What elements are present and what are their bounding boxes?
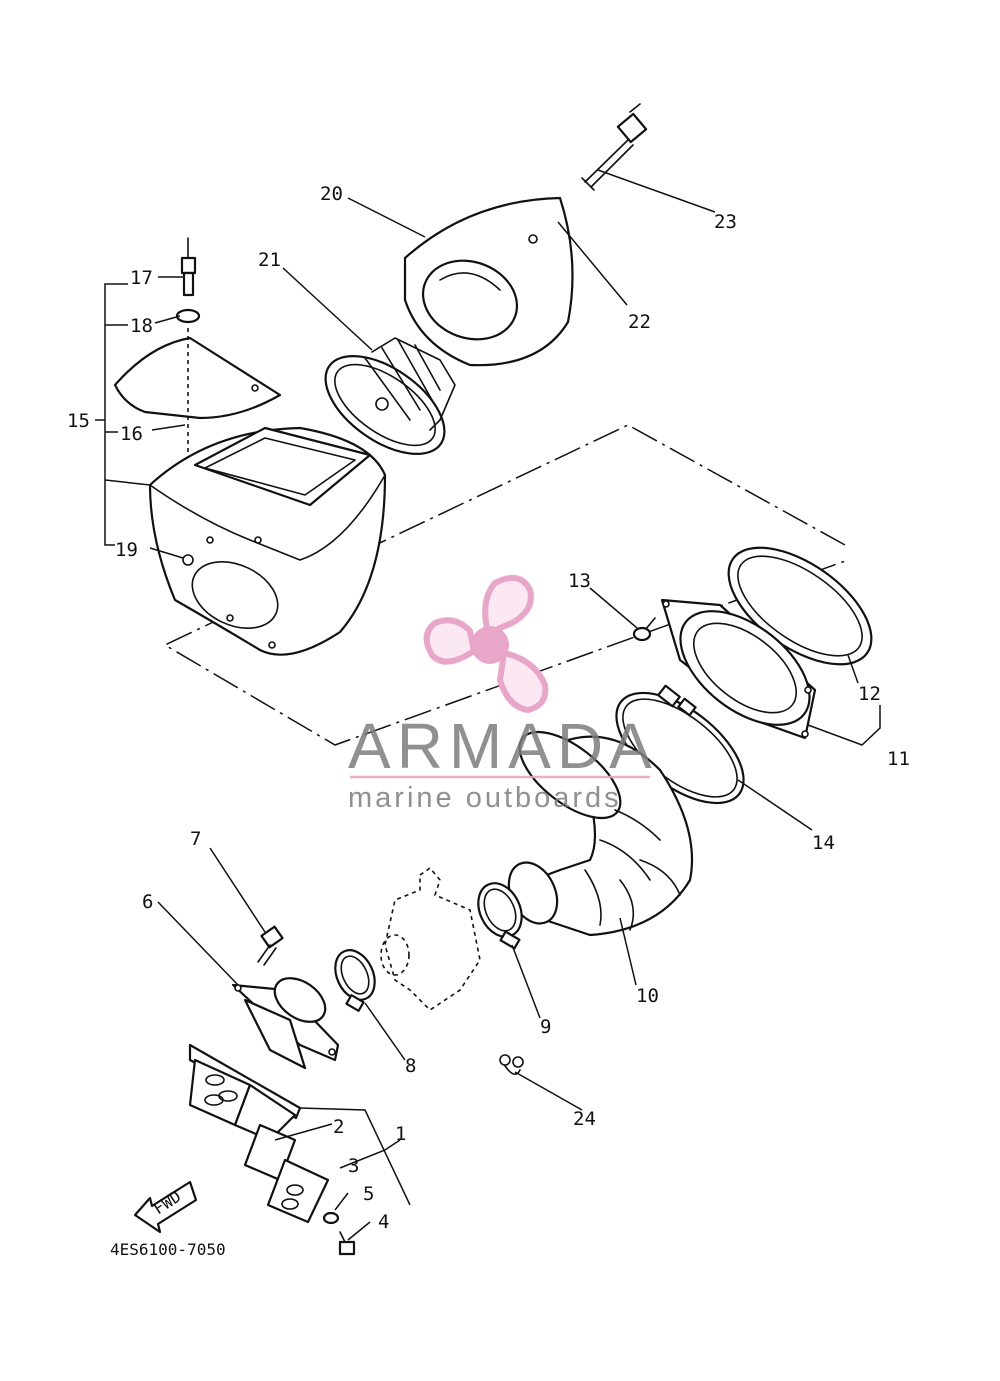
callout-4: 4: [378, 1211, 389, 1233]
callout-16: 16: [120, 423, 143, 445]
lock-washer: [322, 1211, 340, 1225]
hose-clamp-8: [334, 949, 376, 1012]
clip-24: [499, 1054, 524, 1075]
carburetor-reference: [380, 866, 481, 1012]
callout-9: 9: [540, 1016, 551, 1038]
flame-arrester-21: [324, 337, 456, 455]
intake-hose-10: [507, 730, 694, 937]
watermark-brand: ARMADA: [348, 710, 658, 782]
callout-17: 17: [130, 267, 153, 289]
watermark-tagline: marine outboards: [348, 782, 622, 814]
callout-12: 12: [858, 683, 881, 705]
callout-2: 2: [333, 1116, 344, 1138]
callout-labels: 1 2 3 4 5 6 7 8 9 10 11 12 13 14 15 16 1…: [67, 183, 910, 1233]
callout-23: 23: [714, 211, 737, 233]
callout-15: 15: [67, 410, 90, 432]
callout-22: 22: [628, 311, 651, 333]
propeller-logo-icon: [423, 574, 549, 714]
manifold-6: [231, 977, 340, 1070]
callout-1: 1: [395, 1123, 406, 1145]
adapter-11: [660, 598, 817, 740]
callout-5: 5: [363, 1183, 374, 1205]
forward-arrow-icon: FWD: [133, 1180, 198, 1234]
screw-4: [338, 1231, 356, 1256]
callout-8: 8: [405, 1055, 416, 1077]
callout-13: 13: [568, 570, 591, 592]
intake-housing: [148, 426, 387, 656]
drawing-code: 4ES6100-7050: [110, 1240, 226, 1259]
callout-3: 3: [348, 1155, 359, 1177]
reed-valve-2: [188, 1043, 302, 1142]
bolt-23: [581, 103, 648, 191]
callout-6: 6: [142, 891, 153, 913]
armada-watermark: ARMADA marine outboards: [348, 574, 658, 814]
bolt-7: [257, 925, 284, 966]
hose-clamp-9: [477, 882, 523, 950]
callout-11: 11: [887, 748, 910, 770]
screw-13: [632, 617, 656, 642]
intake-cover-20: [403, 196, 574, 367]
callout-7: 7: [190, 828, 201, 850]
callout-14: 14: [812, 832, 835, 854]
callout-18: 18: [130, 315, 153, 337]
rivet-17: [180, 237, 197, 297]
plate-16: [113, 336, 282, 420]
leader-lines: [149, 169, 881, 1241]
callout-20: 20: [320, 183, 343, 205]
callout-10: 10: [636, 985, 659, 1007]
callout-19: 19: [115, 539, 138, 561]
reed-stopper-5: [266, 1158, 330, 1224]
washer-18: [175, 308, 201, 324]
callout-21: 21: [258, 249, 281, 271]
callout-24: 24: [573, 1108, 596, 1130]
group-bracket-15: [104, 283, 128, 546]
